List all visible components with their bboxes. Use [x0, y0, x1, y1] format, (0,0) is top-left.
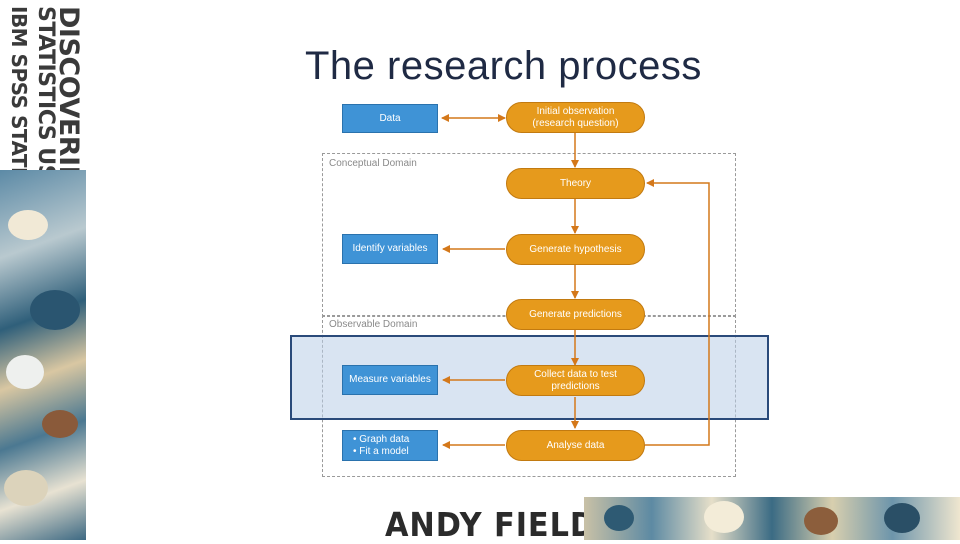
- conceptual-domain-label: Conceptual Domain: [327, 158, 419, 169]
- book-title-block: DISCOVERING STATISTICS USING IBM SPSS ST…: [0, 0, 86, 236]
- node-generate-hypothesis: Generate hypothesis: [506, 234, 645, 265]
- book-cover-strip: DISCOVERING STATISTICS USING IBM SPSS ST…: [0, 0, 86, 540]
- node-initial-observation: Initial observation (research question): [506, 102, 645, 133]
- page-title: The research process: [305, 44, 702, 88]
- bottom-cover-artwork: [584, 497, 960, 540]
- node-generate-predictions: Generate predictions: [506, 299, 645, 330]
- cover-artwork: [0, 170, 86, 540]
- node-collect-data: Collect data to test predictions: [506, 365, 645, 396]
- node-measure-variables: Measure variables: [342, 365, 438, 395]
- author-name: ANDY FIELD: [385, 505, 596, 544]
- node-identify-variables: Identify variables: [342, 234, 438, 264]
- node-graph-fit: • Graph data • Fit a model: [342, 430, 438, 461]
- observable-domain-label: Observable Domain: [327, 319, 420, 330]
- node-analyse-data: Analyse data: [506, 430, 645, 461]
- node-data: Data: [342, 104, 438, 133]
- node-theory: Theory: [506, 168, 645, 199]
